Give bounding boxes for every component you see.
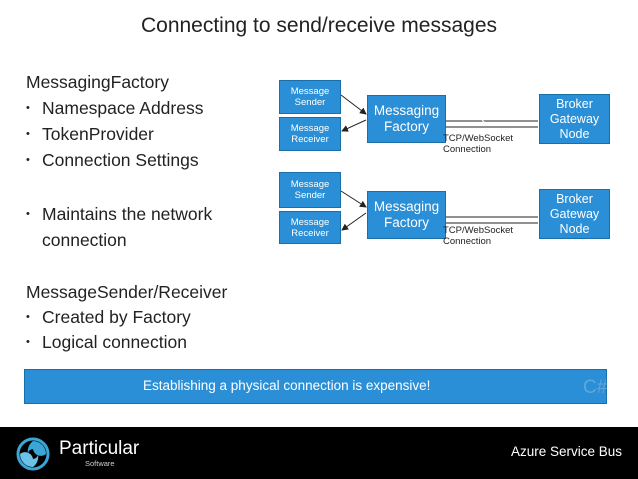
heading-message-sender-receiver: MessageSender/Receiver — [26, 282, 228, 302]
bullet-dot: • — [26, 311, 30, 323]
top-link-label: AMQP/SBMP — [466, 112, 518, 122]
slide-title: Connecting to send/receive messages — [140, 14, 498, 37]
bullet-dot: • — [26, 154, 30, 166]
bullet-text: Logical connection — [42, 332, 187, 352]
top-message-receiver-box: Message Receiver — [279, 117, 341, 151]
bottom-sender-arrow — [340, 190, 367, 208]
heading-messaging-factory: MessagingFactory — [26, 72, 169, 92]
bullet-dot: • — [26, 208, 30, 220]
footer-bar — [0, 427, 638, 479]
bullet-dot: • — [26, 102, 30, 114]
logo-wordmark: Particular — [59, 438, 140, 459]
bottom-receiver-arrow — [341, 212, 367, 231]
top-messaging-factory-box: Messaging Factory — [367, 95, 446, 143]
bullet-dot: • — [26, 336, 30, 348]
bottom-connection-note-2: Connection — [443, 236, 492, 247]
footer-product-name: Azure Service Bus — [510, 444, 622, 459]
bottom-broker-gateway-box: Broker Gateway Node — [539, 189, 610, 239]
bottom-connection-note-1: TCP/WebSocket — [443, 225, 514, 236]
bullet-text: Namespace Address — [42, 98, 204, 118]
bullet-text: Maintains the network — [42, 204, 213, 224]
top-connection-note-2: Connection — [443, 144, 492, 155]
bullet-text: connection — [42, 230, 127, 250]
bottom-link-label: AMQP/SBMP — [466, 206, 518, 216]
top-connection-note-1: TCP/WebSocket — [443, 133, 514, 144]
top-connectors — [340, 94, 538, 132]
bullet-text: Created by Factory — [42, 307, 191, 327]
callout-banner — [24, 369, 607, 404]
logo-subtitle: Software — [85, 459, 115, 468]
bullet-text: TokenProvider — [42, 124, 154, 144]
callout-banner-text: Establishing a physical connection is ex… — [143, 378, 431, 393]
bottom-message-receiver-box: Message Receiver — [279, 211, 341, 244]
bottom-connectors — [340, 190, 538, 231]
csharp-link[interactable]: C# — [583, 377, 608, 398]
top-message-sender-box: Message Sender — [279, 80, 341, 114]
bullet-text: Connection Settings — [42, 150, 199, 170]
bottom-message-sender-box: Message Sender — [279, 172, 341, 208]
bullet-dot: • — [26, 128, 30, 140]
top-sender-arrow — [340, 94, 367, 115]
bottom-messaging-factory-box: Messaging Factory — [367, 191, 446, 239]
top-receiver-arrow — [341, 119, 367, 132]
top-broker-gateway-box: Broker Gateway Node — [539, 94, 610, 144]
particular-swirl-icon — [16, 437, 50, 471]
